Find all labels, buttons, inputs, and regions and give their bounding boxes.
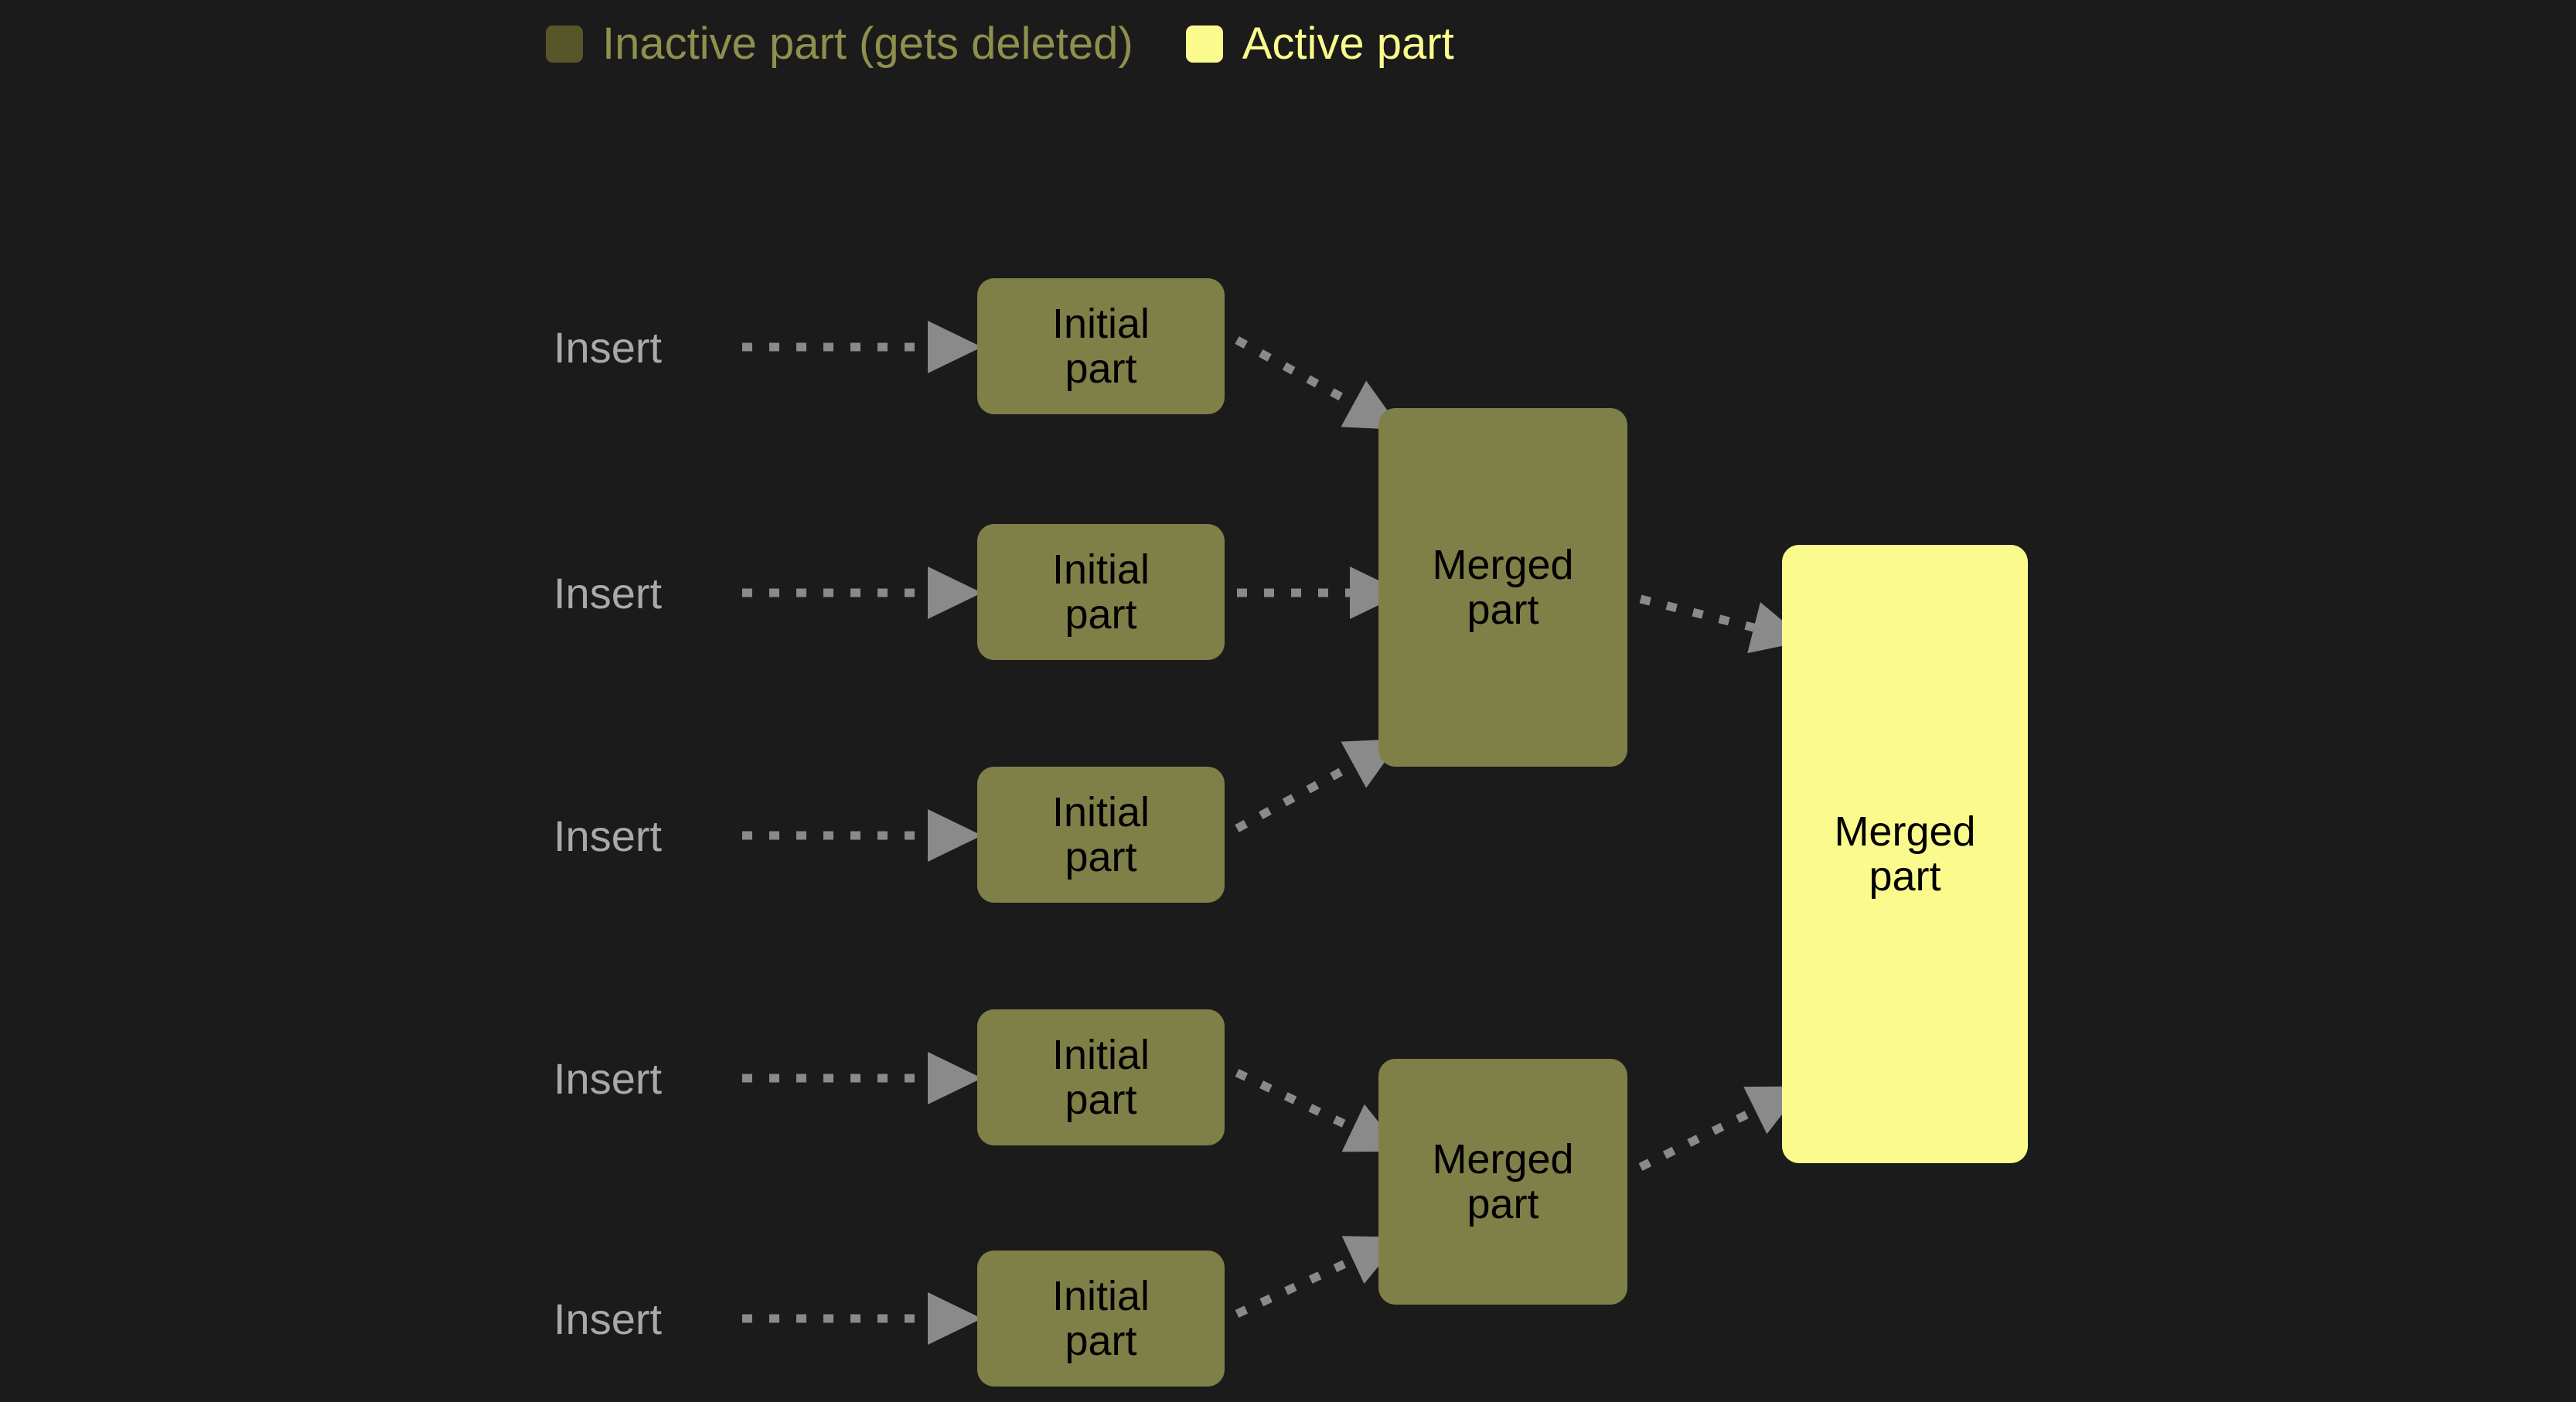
legend-swatch-active-icon [1185, 26, 1223, 63]
node-merged-part-top[interactable]: Merged part [1378, 408, 1627, 767]
node-initial-part-2[interactable]: Initial part [977, 524, 1225, 660]
legend-label-active: Active part [1242, 19, 1454, 69]
arrow-initial-3-to-merged-top [1235, 738, 1402, 832]
node-initial-part-5[interactable]: Initial part [977, 1251, 1225, 1387]
node-initial-part-3[interactable]: Initial part [977, 767, 1225, 903]
node-initial-part-4[interactable]: Initial part [977, 1009, 1225, 1145]
node-merged-part-final[interactable]: Merged part [1782, 545, 2028, 1163]
legend-label-inactive: Inactive part (gets deleted) [602, 19, 1133, 69]
insert-label-2: Insert [554, 569, 663, 618]
insert-label-5: Insert [554, 1295, 663, 1343]
arrow-merged-top-to-merged-final [1639, 594, 1807, 654]
arrow-initial-4-to-merged-bottom [1235, 1069, 1402, 1152]
insert-label-4: Insert [554, 1054, 663, 1103]
node-merged-part-bottom[interactable]: Merged part [1378, 1059, 1627, 1305]
arrow-initial-1-to-merged-top [1235, 336, 1402, 430]
node-initial-part-1[interactable]: Initial part [977, 278, 1225, 414]
legend: Inactive part (gets deleted) Active part [546, 22, 1454, 66]
arrow-initial-5-to-merged-bottom [1235, 1236, 1402, 1318]
legend-item-active: Active part [1185, 19, 1454, 69]
legend-item-inactive: Inactive part (gets deleted) [546, 22, 1133, 66]
insert-label-1: Insert [554, 323, 663, 372]
arrow-merged-bottom-to-merged-final [1638, 1086, 1804, 1171]
legend-swatch-inactive-icon [546, 26, 583, 63]
insert-label-3: Insert [554, 812, 663, 860]
